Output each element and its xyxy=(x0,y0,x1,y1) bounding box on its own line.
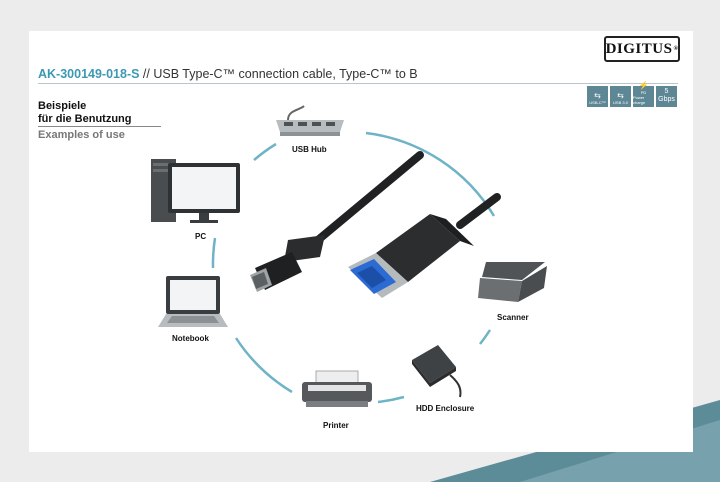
speed-badge: 5 Gbps xyxy=(656,86,677,107)
usb-c-icon: ⇆ xyxy=(594,91,601,100)
arc-hub-pc xyxy=(253,142,277,161)
arc-hub-scanner xyxy=(365,131,496,217)
arc-hdd-scanner xyxy=(479,329,492,345)
feature-badges: ⇆ USB-C™ ⇆ USB 3.0 ⚡ PD Power charge 5 G… xyxy=(587,81,677,107)
printer-icon xyxy=(302,370,372,407)
usage-divider xyxy=(38,126,161,127)
notebook-icon xyxy=(158,276,228,327)
arc-printer-hdd xyxy=(377,395,405,404)
usb-c-badge: ⇆ USB-C™ xyxy=(587,86,608,107)
usb-3-badge: ⇆ USB 3.0 xyxy=(610,86,631,107)
notebook-label: Notebook xyxy=(172,334,209,343)
usb-hub-icon xyxy=(276,105,344,136)
usb-b-connector xyxy=(348,214,474,298)
pc-label: PC xyxy=(195,232,207,241)
hdd-enclosure-label: HDD Enclosure xyxy=(416,404,475,413)
connection-arcs xyxy=(211,131,496,404)
usb-c-connector xyxy=(250,235,325,292)
usb-cable-image xyxy=(250,151,501,298)
arc-pc-notebook xyxy=(211,237,217,269)
article-code: AK-300149-018-S xyxy=(38,67,140,81)
product-sheet xyxy=(29,31,693,452)
digitus-logo: DIGITUS® xyxy=(604,36,680,62)
power-charge-icon: ⚡ xyxy=(638,81,649,90)
power-charge-badge: ⚡ PD Power charge xyxy=(633,81,654,107)
hdd-enclosure-icon xyxy=(412,345,462,398)
usage-heading-en: Examples of use xyxy=(38,129,125,141)
usb-3-icon: ⇆ xyxy=(617,91,624,100)
product-description: // USB Type-C™ connection cable, Type-C™… xyxy=(139,67,418,81)
title-divider xyxy=(38,83,678,84)
printer-label: Printer xyxy=(323,421,349,430)
product-title: AK-300149-018-S // USB Type-C™ connectio… xyxy=(38,67,418,81)
usage-heading-de: Beispiele für die Benutzung xyxy=(38,100,132,125)
scanner-label: Scanner xyxy=(497,313,529,322)
scanner-icon xyxy=(478,262,547,302)
usb-hub-label: USB Hub xyxy=(292,145,327,154)
pc-icon xyxy=(151,159,240,223)
arc-notebook-printer xyxy=(234,337,293,394)
